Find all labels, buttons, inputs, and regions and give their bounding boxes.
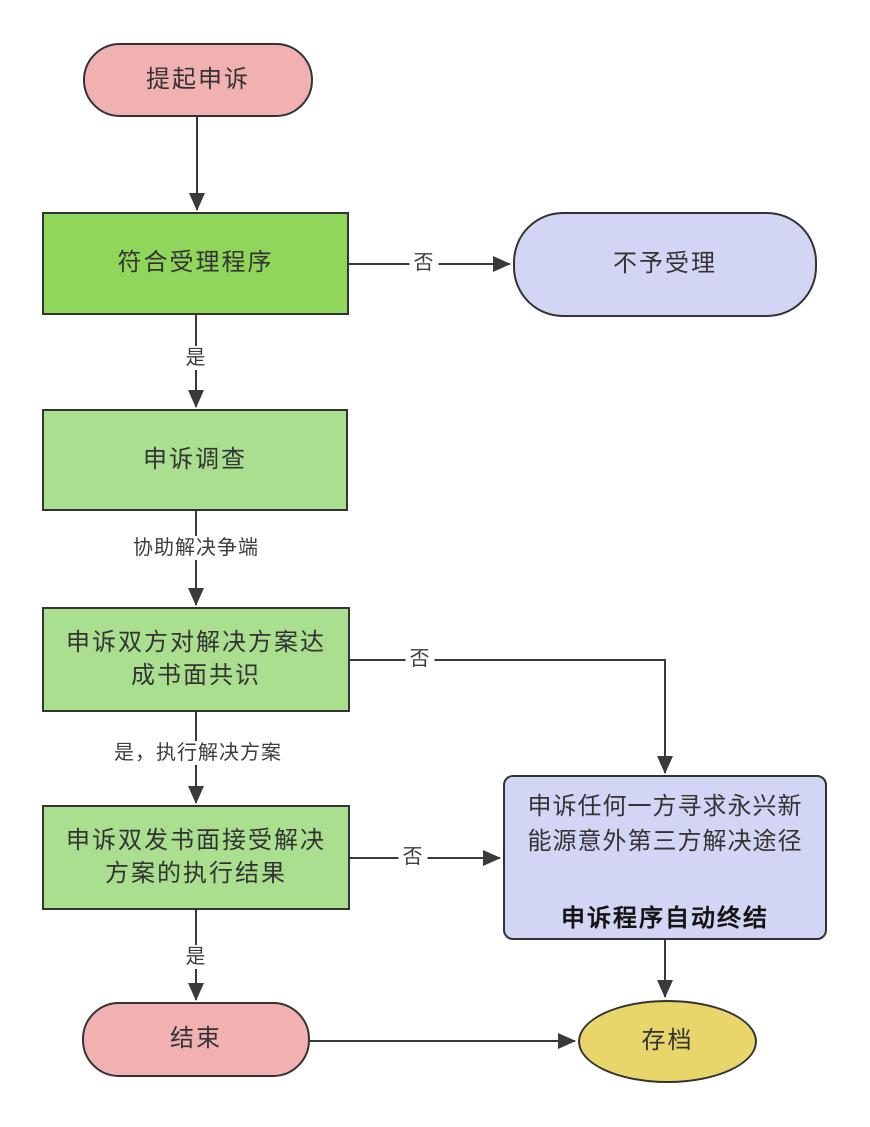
edge-label-yes-execute: 是，执行解决方案 (110, 741, 286, 765)
node-archive-label: 存档 (641, 1028, 694, 1054)
node-end-terminal: 结束 (82, 1002, 310, 1077)
node-end-label: 结束 (170, 1026, 222, 1052)
edge-label-assist-dispute: 协助解决争端 (129, 536, 263, 560)
node-accept-execution-result-line1: 申诉双发书面接受解决 (66, 827, 326, 854)
edge-label-yes-invest: 是 (181, 346, 211, 370)
node-not-accepted-label: 不予受理 (613, 251, 717, 277)
node-written-consensus: 申诉双方对解决方案达 成书面共识 (42, 607, 350, 712)
node-third-party-resolution: 申诉任何一方寻求永兴新 能源意外第三方解决途径 申诉程序自动终结 (503, 775, 827, 940)
node-acceptance-check-label: 符合受理程序 (117, 250, 274, 276)
node-investigation-label: 申诉调查 (143, 446, 247, 473)
node-accept-execution-result-line2: 方案的执行结果 (105, 860, 287, 887)
edge-label-no-reject: 否 (409, 251, 439, 275)
edge-label-no-accept: 否 (398, 845, 428, 869)
node-not-accepted: 不予受理 (513, 212, 817, 317)
node-acceptance-check: 符合受理程序 (42, 212, 349, 315)
node-third-party-line1: 申诉任何一方寻求永兴新 (527, 794, 803, 820)
node-start-label: 提起申诉 (146, 66, 250, 93)
node-third-party-terminate-label: 申诉程序自动终结 (561, 906, 769, 932)
node-archive-ellipse: 存档 (578, 1000, 757, 1083)
edge-consensus-to-third-party (350, 659, 673, 774)
node-third-party-line2: 能源意外第三方解决途径 (527, 829, 803, 855)
node-written-consensus-line1: 申诉双方对解决方案达 (66, 629, 326, 656)
node-start-terminal: 提起申诉 (83, 43, 313, 117)
node-investigation: 申诉调查 (42, 409, 348, 511)
node-accept-execution-result: 申诉双发书面接受解决 方案的执行结果 (42, 805, 350, 910)
edge-label-yes-end: 是 (181, 945, 211, 969)
edge-label-no-consensus: 否 (405, 647, 435, 671)
node-written-consensus-line2: 成书面共识 (131, 662, 261, 689)
